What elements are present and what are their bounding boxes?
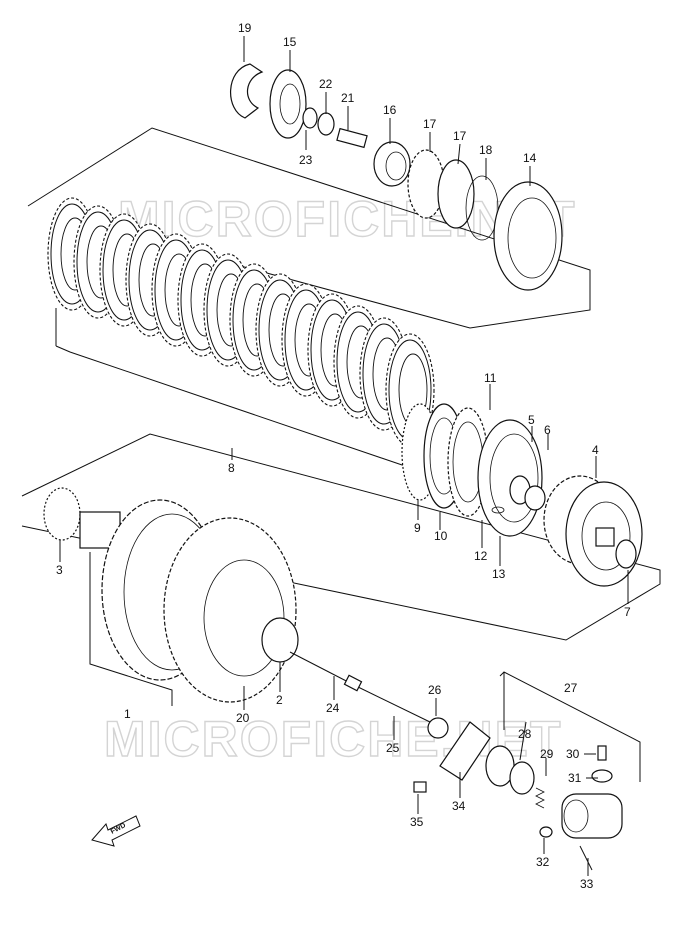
frame-lower — [21, 433, 661, 641]
callout-25: 25 — [386, 741, 400, 755]
callout-26: 26 — [428, 683, 442, 697]
callout-1: 1 — [124, 707, 131, 721]
callout-31: 31 — [568, 771, 582, 785]
callout-8: 8 — [228, 461, 235, 475]
callout-30: 30 — [566, 747, 580, 761]
callout-32: 32 — [536, 855, 550, 869]
fwd-arrow-icon: FWD — [91, 815, 141, 847]
callout-6: 6 — [544, 423, 551, 437]
callout-27: 27 — [564, 681, 578, 695]
callout-19: 19 — [238, 21, 252, 35]
callout-7: 7 — [624, 605, 631, 619]
pressure-plate-13 — [477, 419, 546, 537]
callout-24: 24 — [326, 701, 340, 715]
top-assembly — [230, 63, 563, 291]
callout-5: 5 — [528, 413, 535, 427]
callout-17b: 17 — [453, 129, 467, 143]
clutch-release-parts — [413, 717, 623, 871]
callout-14: 14 — [523, 151, 537, 165]
callout-22: 22 — [319, 77, 333, 91]
callout-11: 11 — [484, 371, 497, 385]
callout-18: 18 — [479, 143, 493, 157]
callout-35: 35 — [410, 815, 424, 829]
clutch-boss-4 — [543, 475, 643, 587]
push-rods — [289, 651, 431, 723]
callout-23: 23 — [299, 153, 313, 167]
callout-21: 21 — [341, 91, 355, 105]
callout-20: 20 — [236, 711, 250, 725]
spring-rings-9-10-11 — [401, 403, 489, 517]
frame-27 — [499, 671, 641, 782]
callout-17a: 17 — [423, 117, 437, 131]
callout-2: 2 — [276, 693, 283, 707]
callout-labels: 19 15 22 21 16 17 17 18 14 23 11 5 6 4 8… — [56, 21, 631, 891]
callout-33: 33 — [580, 877, 594, 891]
callout-15: 15 — [283, 35, 297, 49]
leader-lines — [59, 36, 629, 876]
primary-driven-gear-1 — [43, 487, 299, 703]
callout-16: 16 — [383, 103, 397, 117]
callout-10: 10 — [434, 529, 448, 543]
callout-13: 13 — [492, 567, 506, 581]
callout-12: 12 — [474, 549, 488, 563]
callout-29: 29 — [540, 747, 554, 761]
callout-3: 3 — [56, 563, 63, 577]
callout-34: 34 — [452, 799, 466, 813]
callout-4: 4 — [592, 443, 599, 457]
frame-upper — [27, 127, 591, 329]
frame-hub — [89, 552, 173, 706]
callout-9: 9 — [414, 521, 421, 535]
callout-28: 28 — [518, 727, 532, 741]
